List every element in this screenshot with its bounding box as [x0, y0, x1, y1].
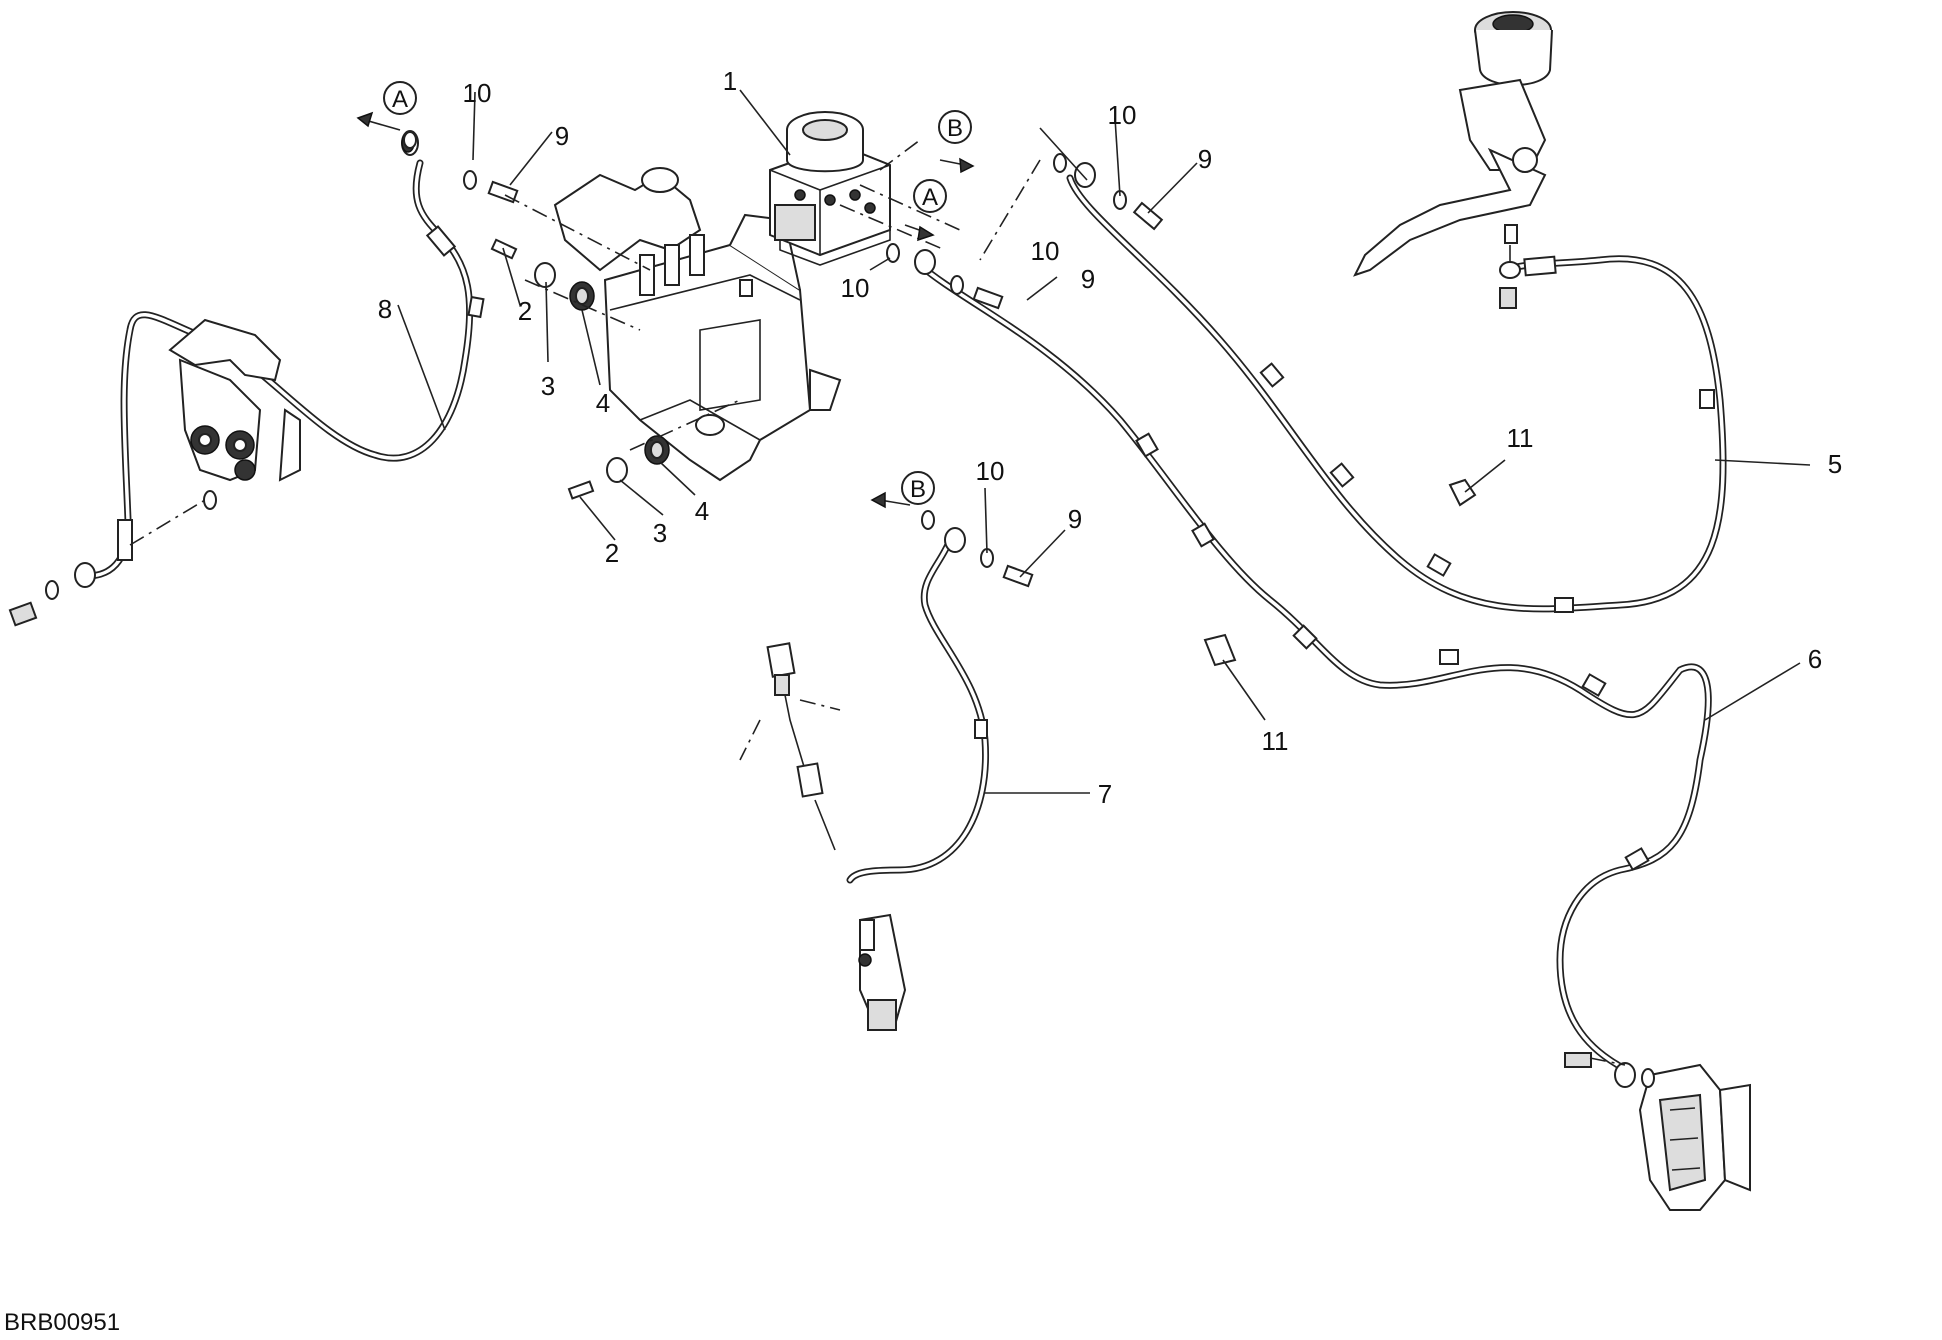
front-caliper-right: [1638, 1063, 1751, 1211]
callout-4-lower: 4: [695, 496, 709, 526]
hose-6: [916, 261, 1712, 1084]
rear-caliper-left: [168, 318, 301, 482]
rear-master-cylinder: [766, 642, 907, 1031]
callout-10-a: 10: [463, 78, 492, 108]
callout-9-a: 9: [555, 121, 569, 151]
callout-10-e: 10: [976, 456, 1005, 486]
callout-10-b: 10: [1108, 100, 1137, 130]
connector-ref-a-1: A: [383, 81, 417, 115]
connector-ref-b-2: B: [901, 471, 935, 505]
callout-3-lower: 3: [653, 518, 667, 548]
callout-4-upper: 4: [596, 388, 610, 418]
hose-7: [846, 536, 990, 884]
fasteners: [8, 130, 1655, 1088]
callout-11-lower: 11: [1262, 726, 1289, 756]
abs-hydraulic-unit: [769, 111, 891, 266]
callout-1: 1: [723, 66, 737, 96]
hose-5: [1066, 174, 1727, 613]
callout-9-c: 9: [1081, 264, 1095, 294]
callout-9-b: 9: [1198, 144, 1212, 174]
drawing-code: BRB00951: [4, 1309, 120, 1336]
callout-10-d: 10: [841, 273, 870, 303]
front-master-cylinder-lever: [1353, 11, 1553, 277]
connector-ref-a-1-label: A: [392, 86, 408, 113]
connector-ref-b-1-label: B: [947, 115, 963, 142]
callout-numbers: 1 2 2 3 3 4 4 5 6 7 8 9 9 9 9 10 10 10 1…: [378, 66, 1842, 809]
callout-3-upper: 3: [541, 371, 555, 401]
callout-11-upper: 11: [1507, 423, 1534, 453]
connector-ref-b-2-label: B: [910, 476, 926, 503]
direction-arrows: [356, 111, 975, 509]
callout-2-lower: 2: [605, 538, 619, 568]
hose-8: [76, 159, 474, 580]
callout-10-c: 10: [1031, 236, 1060, 266]
callout-5: 5: [1828, 449, 1842, 479]
connector-ref-b-1: B: [938, 110, 972, 144]
callout-8: 8: [378, 294, 392, 324]
alignment-lines: [129, 139, 1626, 1066]
callout-6: 6: [1808, 644, 1822, 674]
connector-ref-a-2-label: A: [922, 184, 938, 211]
abs-mounting-bracket: [553, 167, 842, 482]
hose-bands: [117, 225, 1715, 871]
callout-7: 7: [1098, 779, 1112, 809]
connector-ref-a-2: A: [913, 179, 947, 213]
callout-2-upper: 2: [518, 296, 532, 326]
leader-lines: [397, 89, 1811, 794]
callout-9-d: 9: [1068, 504, 1082, 534]
